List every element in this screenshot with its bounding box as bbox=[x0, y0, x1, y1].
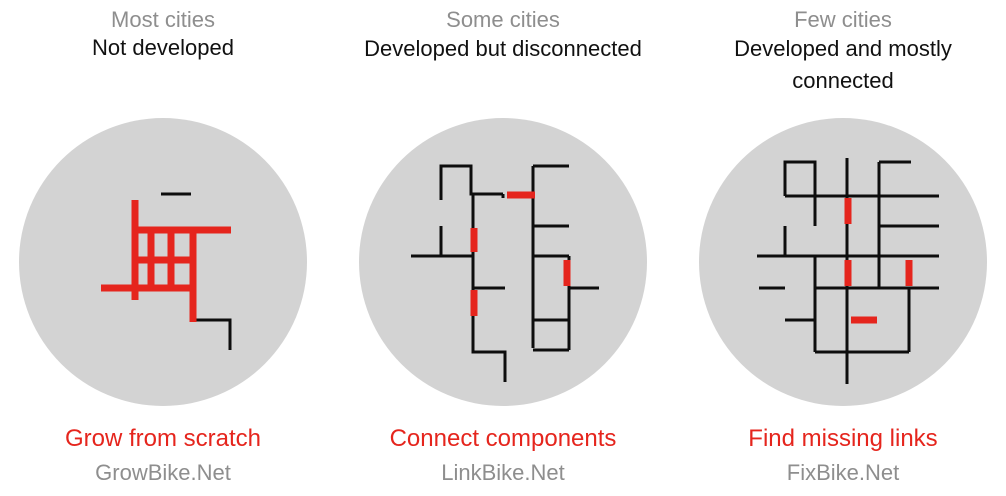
panel-action: Connect components bbox=[389, 425, 617, 452]
panel-action: Grow from scratch bbox=[64, 425, 262, 452]
panel-tool-name: FixBike.Net bbox=[786, 460, 900, 485]
city-circle bbox=[359, 118, 647, 406]
panel-few-cities: Few cities Developed and mostly connecte… bbox=[683, 0, 1003, 496]
network-diagram-grow bbox=[19, 118, 307, 406]
red-missing-links bbox=[844, 198, 913, 324]
panel-most-cities: Most cities Not developed Grow from scra… bbox=[3, 0, 323, 496]
network-diagram-fix bbox=[699, 118, 987, 406]
city-circle bbox=[699, 118, 987, 406]
black-edges bbox=[161, 192, 232, 350]
panel-tool-name: LinkBike.Net bbox=[441, 460, 565, 485]
network-diagram-link bbox=[359, 118, 647, 406]
panel-some-cities: Some cities Developed but disconnected bbox=[343, 0, 663, 496]
panel-category: Few cities bbox=[794, 7, 892, 32]
panel-description: Developed but disconnected bbox=[364, 36, 642, 61]
panel-category: Most cities bbox=[111, 7, 215, 32]
red-edges bbox=[101, 200, 231, 322]
panel-description: Not developed bbox=[92, 35, 234, 60]
panel-description: Developed and mostly connected bbox=[734, 36, 952, 93]
panel-action: Find missing links bbox=[748, 425, 938, 452]
panel-tool-name: GrowBike.Net bbox=[95, 460, 231, 485]
red-links bbox=[470, 191, 571, 316]
panel-category: Some cities bbox=[446, 7, 560, 32]
